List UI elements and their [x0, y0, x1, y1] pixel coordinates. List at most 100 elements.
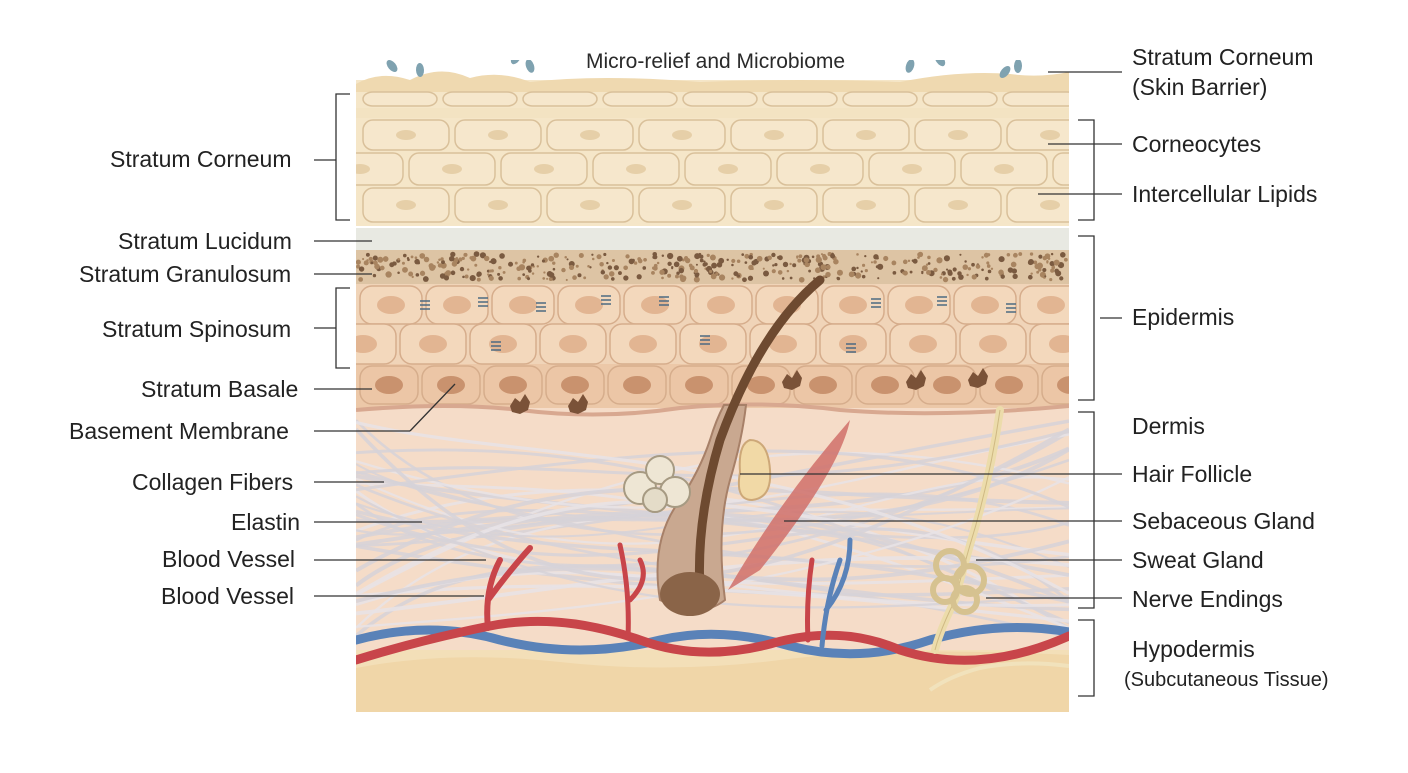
- sweat-gland-coil: [930, 548, 987, 615]
- keratinocyte-nucleus: [559, 335, 587, 353]
- granule: [987, 269, 992, 274]
- corneocyte: [356, 152, 404, 186]
- granule: [1000, 274, 1005, 279]
- granule: [820, 264, 827, 271]
- granule: [618, 271, 622, 276]
- granule: [833, 258, 839, 265]
- granule: [498, 276, 503, 281]
- granule: [440, 257, 444, 261]
- desmosome: [478, 297, 488, 307]
- granule: [536, 255, 540, 258]
- label-nerve-endings: Nerve Endings: [1132, 586, 1283, 612]
- granule: [488, 275, 494, 281]
- granule: [870, 261, 874, 264]
- granule: [703, 260, 706, 263]
- granule: [603, 274, 609, 280]
- granule: [892, 270, 897, 275]
- granule: [599, 261, 604, 267]
- granule: [851, 266, 857, 272]
- granule: [408, 271, 414, 277]
- granule: [695, 263, 698, 266]
- granule: [936, 257, 943, 264]
- granule: [877, 263, 884, 270]
- granule: [548, 277, 553, 281]
- granule: [414, 256, 418, 260]
- granule: [587, 264, 590, 268]
- granule: [891, 260, 897, 266]
- granule: [986, 264, 991, 268]
- granule: [848, 271, 855, 278]
- granule: [661, 276, 664, 280]
- keratinocyte-nucleus: [769, 335, 797, 353]
- corneocyte-nucleus: [488, 200, 508, 210]
- corneocyte-nucleus: [948, 200, 968, 210]
- granule: [476, 277, 481, 282]
- corneocyte-nucleus: [396, 130, 416, 140]
- label-stratum-spinosum: Stratum Spinosum: [102, 316, 292, 342]
- granule: [744, 253, 750, 259]
- granule: [1059, 276, 1064, 281]
- granule: [623, 275, 629, 281]
- layer-brackets: [335, 93, 1095, 697]
- keratinocyte-nucleus: [809, 376, 837, 394]
- granule: [459, 266, 465, 272]
- granule: [742, 277, 747, 283]
- corneocyte-nucleus: [810, 164, 830, 174]
- granule: [958, 274, 964, 280]
- granule: [959, 253, 962, 256]
- vein-branch: [819, 537, 853, 649]
- granule: [651, 271, 655, 275]
- keratinocyte-nucleus: [437, 376, 465, 394]
- micro-relief-surface: [356, 71, 1069, 92]
- granule: [971, 262, 975, 267]
- sebaceous-gland-left: [623, 455, 691, 513]
- granule: [1046, 261, 1049, 264]
- granule: [1050, 268, 1055, 273]
- granule: [798, 276, 805, 283]
- granule: [411, 275, 414, 279]
- granule: [877, 277, 880, 280]
- granule: [1027, 274, 1033, 280]
- microbe: [905, 60, 915, 73]
- label-hair-follicle: Hair Follicle: [1132, 461, 1253, 487]
- granule: [445, 270, 452, 276]
- granule: [448, 255, 455, 262]
- artery-branch-2: [617, 542, 646, 641]
- corneocyte-nucleus: [1040, 200, 1060, 210]
- microbiome-organisms: [386, 60, 1023, 78]
- granule: [1006, 252, 1011, 257]
- granule: [589, 266, 592, 269]
- granule: [709, 254, 716, 261]
- granule: [1036, 270, 1040, 274]
- granule: [613, 265, 619, 271]
- granule: [498, 266, 502, 270]
- granule: [990, 267, 994, 270]
- corneocyte-nucleus: [1086, 164, 1106, 174]
- granule: [1030, 272, 1033, 275]
- stratum-lucidum-layer: [356, 228, 1069, 250]
- granule: [591, 253, 594, 256]
- granule: [1033, 260, 1038, 265]
- granule: [490, 258, 497, 265]
- microbe: [525, 60, 535, 73]
- label-stratum-corneum-barrier-line2: (Skin Barrier): [1132, 74, 1268, 100]
- corneocyte-nucleus: [902, 164, 922, 174]
- desmosome: [871, 298, 881, 308]
- granule: [358, 277, 364, 282]
- granule: [466, 268, 470, 271]
- granule: [748, 264, 754, 271]
- nerve-fiber: [928, 661, 1069, 692]
- microbe: [386, 60, 398, 72]
- corneocyte: [442, 91, 518, 107]
- keratinocyte-nucleus: [971, 296, 999, 314]
- granule: [596, 254, 602, 260]
- granule: [927, 262, 931, 265]
- granule: [951, 276, 956, 281]
- granule: [731, 277, 734, 280]
- granule: [830, 253, 836, 259]
- hair-bulb: [660, 572, 720, 616]
- bracket: [1078, 619, 1095, 697]
- granule: [401, 261, 405, 265]
- granule: [372, 255, 378, 261]
- keratinocyte-nucleus: [623, 376, 651, 394]
